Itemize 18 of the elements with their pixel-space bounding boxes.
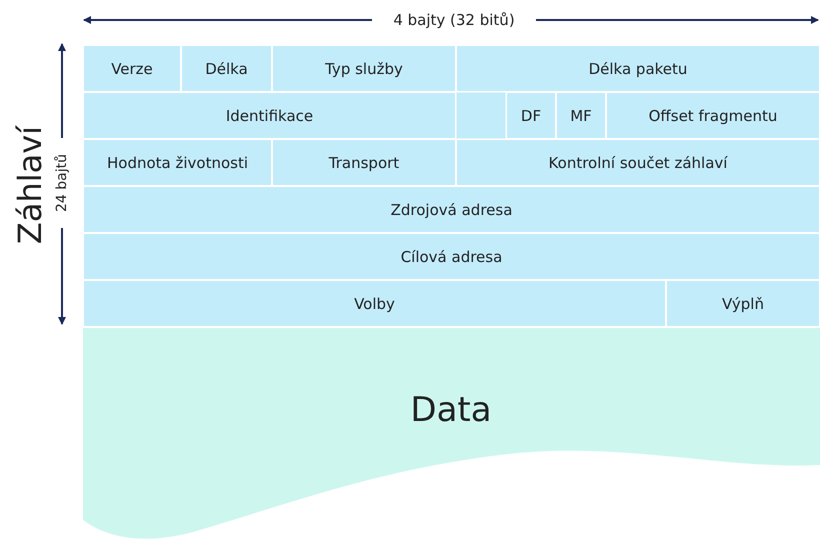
section-label: Záhlaví xyxy=(11,126,49,244)
table-cell: Výplň xyxy=(666,280,820,327)
table-cell: Cílová adresa xyxy=(83,233,820,280)
dimension-label: 24 bajtů xyxy=(54,154,70,212)
table-cell: Kontrolní součet záhlaví xyxy=(456,139,820,186)
table-cell: Offset fragmentu xyxy=(606,92,820,139)
table-cell: Délka xyxy=(181,45,272,92)
table-cell: Volby xyxy=(83,280,666,327)
section-label: Data xyxy=(410,390,492,430)
table-cell: Typ služby xyxy=(272,45,456,92)
table-cell: DF xyxy=(506,92,556,139)
table-cell: MF xyxy=(556,92,606,139)
table-cell: Délka paketu xyxy=(456,45,820,92)
table-cell: Transport xyxy=(272,139,456,186)
table-cell: Hodnota životnosti xyxy=(83,139,272,186)
table-cell: Verze xyxy=(83,45,181,92)
table-cell: Zdrojová adresa xyxy=(83,186,820,233)
table-cell: Identifikace xyxy=(83,92,456,139)
